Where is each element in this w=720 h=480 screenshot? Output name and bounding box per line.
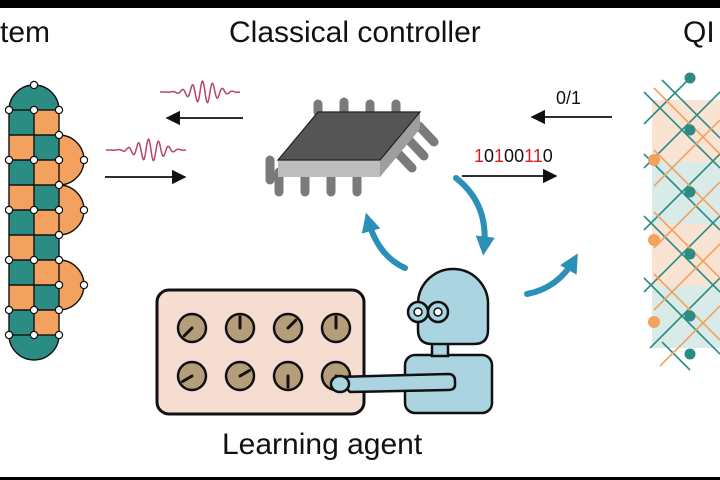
top-border [0,0,720,8]
learning-agent-title: Learning agent [222,428,423,461]
dial-knob-pointer [286,318,298,330]
bit-digit: 1 [474,146,484,166]
measurement-label: 0/1 [556,88,581,108]
dial-panel-icon [155,288,366,416]
bit-digit: 0 [484,146,494,166]
bit-digit: 1 [533,146,543,166]
bit-digit: 1 [494,146,504,166]
dial-knob-pointer [181,374,194,383]
bit-digit: 0 [504,146,514,166]
arrow-agent-to-controller [361,212,408,271]
arrow-agent-to-qec [524,253,578,297]
dial-knob-pointer [182,326,194,338]
chip-icon [265,97,439,197]
qec-code-title: QI [683,16,715,49]
bit-digit: 0 [543,146,553,166]
bit-digit: 1 [524,146,534,166]
bit-digit: 0 [514,146,524,166]
quantum-system-lattice [4,80,89,361]
pulse-waveform-icon [106,79,241,162]
arrow-controller-to-agent [453,175,495,256]
qec-code-lattice [643,72,720,371]
robot-icon [329,267,494,415]
quantum-system-title: tem [0,16,51,49]
dial-knob-pointer [238,369,251,378]
classical-controller-title: Classical controller [229,16,481,49]
bitstring-label: 10100110 [474,146,553,166]
bottom-border [0,477,720,480]
